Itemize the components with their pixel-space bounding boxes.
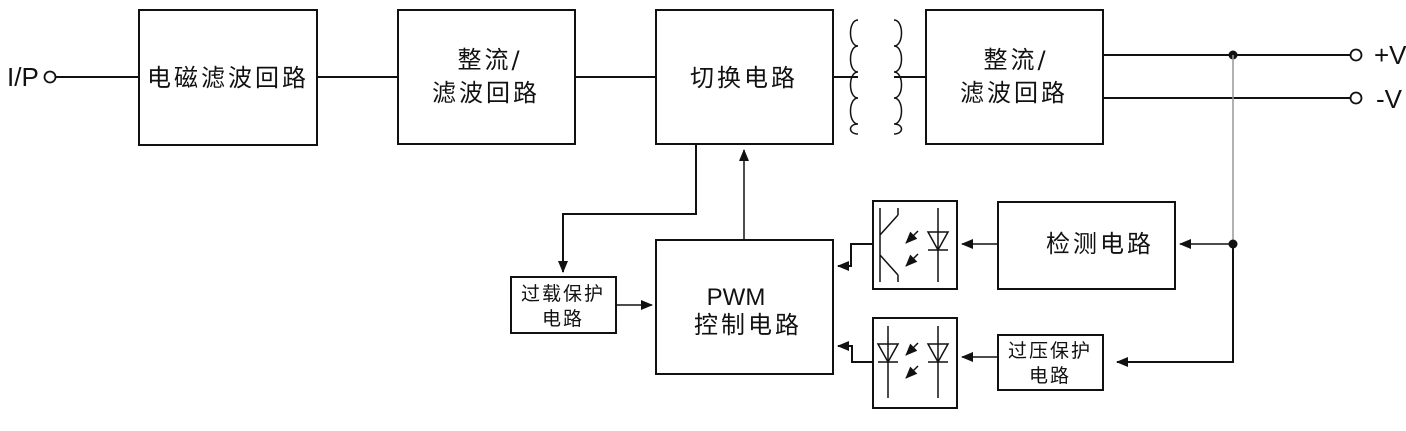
optocoupler-icon [872, 317, 958, 409]
switching-label: 切换电路 [690, 64, 798, 92]
negative-output-label: -V [1376, 84, 1403, 114]
wire-switch-overload [558, 144, 697, 273]
transformer-icon [833, 19, 926, 135]
negative-terminal-icon [1349, 91, 1363, 105]
pwm-line1: PWM [707, 284, 766, 311]
overvoltage-line1: 过压保护 [1008, 340, 1092, 362]
pwm-line2: 控制电路 [694, 311, 802, 339]
optocoupler-icon [872, 200, 958, 290]
overload-protection-block: 过载保护 电路 [510, 276, 617, 334]
wire-opto1-pwm [837, 243, 873, 271]
detection-label: 检测电路 [1046, 230, 1154, 258]
detection-block: 检测电路 [997, 201, 1176, 290]
rectifier2-line2: 滤波回路 [960, 79, 1068, 107]
rectifier-filter-block-1: 整流/ 滤波回路 [397, 9, 576, 145]
switching-block: 切换电路 [655, 9, 834, 145]
input-terminal-icon [43, 70, 57, 84]
wire-to-overvoltage [1116, 244, 1234, 367]
positive-terminal-icon [1349, 48, 1363, 62]
overvoltage-line2: 电路 [1029, 365, 1071, 387]
overload-line1: 过载保护 [521, 283, 605, 305]
overload-line2: 电路 [542, 308, 584, 330]
overvoltage-protection-block: 过压保护 电路 [997, 334, 1104, 391]
rectifier1-line2: 滤波回路 [432, 79, 540, 107]
rectifier2-line1: 整流/ [983, 46, 1048, 74]
rectifier1-line1: 整流/ [457, 46, 522, 74]
rectifier-filter-block-2: 整流/ 滤波回路 [925, 9, 1104, 145]
emi-filter-block: 电磁滤波回路 [138, 9, 318, 146]
pwm-control-block: PWM 控制电路 [655, 239, 834, 375]
positive-output-label: +V [1374, 40, 1406, 70]
input-label: I/P [7, 62, 39, 92]
emi-filter-label: 电磁滤波回路 [147, 64, 309, 92]
wire-opto2-pwm [837, 341, 873, 363]
